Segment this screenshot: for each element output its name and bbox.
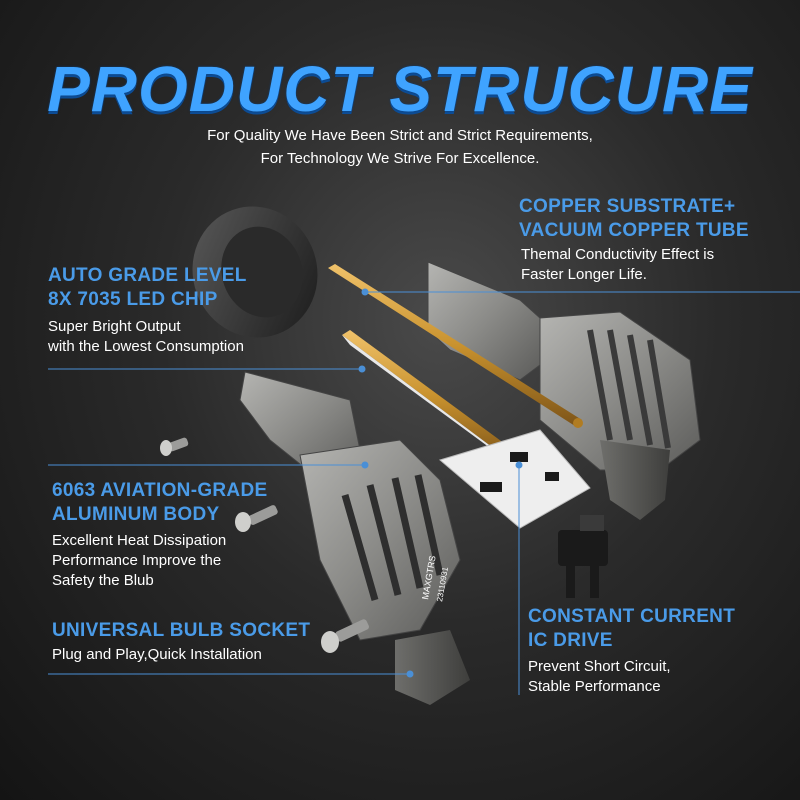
led-chip-heading-line: 8X 7035 LED CHIP: [48, 289, 218, 310]
aluminum-heading-line: 6063 AVIATION-GRADE: [52, 480, 268, 501]
copper-substrate-board: [342, 330, 520, 470]
rubber-ring: [192, 206, 318, 338]
subtitle-line: For Technology We Strive For Excellence.: [260, 150, 540, 167]
socket-heading-line: UNIVERSAL BULB SOCKET: [52, 620, 311, 641]
led-chip-description: Super Bright Output with the Lowest Cons…: [48, 317, 244, 357]
subtitle-line: For Quality We Have Been Strict and Stri…: [207, 127, 593, 144]
copper-heading-line: VACUUM COPPER TUBE: [519, 220, 749, 241]
copper-heading: COPPER SUBSTRATE+ VACUUM COPPER TUBE: [519, 195, 749, 243]
callout-lines: [48, 288, 800, 695]
ic-drive-heading-line: IC DRIVE: [528, 630, 613, 651]
aluminum-desc-line: Performance Improve the: [52, 552, 222, 569]
ic-drive-desc-line: Prevent Short Circuit,: [528, 658, 671, 675]
screw-medium: [235, 505, 278, 532]
copper-tube: [328, 264, 583, 428]
screw-small: [160, 437, 189, 456]
copper-desc-line: Themal Conductivity Effect is: [521, 246, 715, 263]
driver-pcb: [438, 429, 591, 529]
ic-drive-description: Prevent Short Circuit, Stable Performanc…: [528, 657, 671, 697]
ic-drive-desc-line: Stable Performance: [528, 678, 661, 695]
led-chip-desc-line: Super Bright Output: [48, 318, 181, 335]
led-chip-heading: AUTO GRADE LEVEL 8X 7035 LED CHIP: [48, 264, 247, 312]
aluminum-heading: 6063 AVIATION-GRADE ALUMINUM BODY: [52, 479, 267, 527]
copper-desc-line: Faster Longer Life.: [521, 266, 647, 283]
aluminum-description: Excellent Heat Dissipation Performance I…: [52, 531, 226, 591]
aluminum-desc-line: Safety the Blub: [52, 572, 154, 589]
front-bulb-body: MAXGTRS 23110931: [239, 371, 470, 705]
aluminum-heading-line: ALUMINUM BODY: [52, 504, 220, 525]
socket-heading: UNIVERSAL BULB SOCKET: [52, 619, 310, 643]
rear-heatsink-housing: [427, 261, 701, 520]
ic-drive-heading-line: CONSTANT CURRENT: [528, 606, 736, 627]
ic-drive-heading: CONSTANT CURRENT IC DRIVE: [528, 605, 735, 653]
copper-description: Themal Conductivity Effect is Faster Lon…: [521, 245, 714, 285]
led-chip-heading-line: AUTO GRADE LEVEL: [48, 265, 247, 286]
page-title: PRODUCT STRUCURE: [47, 53, 753, 125]
socket-desc-line: Plug and Play,Quick Installation: [52, 646, 262, 663]
screw-large: [321, 619, 369, 653]
led-chip-desc-line: with the Lowest Consumption: [48, 338, 244, 355]
power-plug: [558, 515, 608, 598]
copper-heading-line: COPPER SUBSTRATE+: [519, 196, 736, 217]
socket-description: Plug and Play,Quick Installation: [52, 645, 262, 665]
subtitle: For Quality We Have Been Strict and Stri…: [0, 124, 800, 170]
aluminum-desc-line: Excellent Heat Dissipation: [52, 532, 227, 549]
